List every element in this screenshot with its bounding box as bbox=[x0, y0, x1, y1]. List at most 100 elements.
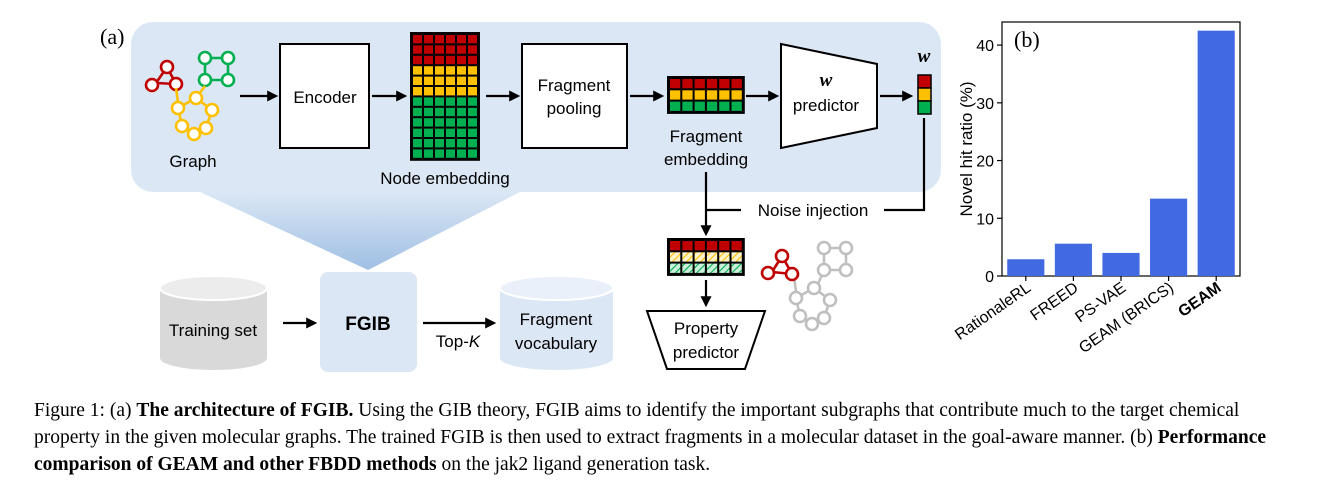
fragment-embedding-cell bbox=[706, 90, 718, 100]
w-predictor-symbol: w bbox=[820, 70, 833, 91]
node-embedding-cell bbox=[468, 66, 477, 75]
figure-caption: Figure 1: (a) The architecture of FGIB. … bbox=[34, 397, 1304, 478]
fragment-vocabulary-label-line2: vocabulary bbox=[515, 334, 598, 353]
caption-bold-2: Performance comparison of GEAM and other… bbox=[34, 427, 1267, 475]
node-embedding-cell bbox=[413, 45, 422, 54]
node-embedding-cell bbox=[424, 128, 433, 137]
fragment-embedding-cell bbox=[719, 90, 730, 100]
x-tick-label: FREED bbox=[1028, 279, 1082, 324]
node-embedding-cell bbox=[468, 128, 477, 137]
fragment-embedding-matrix bbox=[667, 76, 745, 114]
node-embedding-cell bbox=[413, 107, 422, 117]
node-embedding-matrix bbox=[410, 32, 480, 161]
node-embedding-cell bbox=[413, 76, 422, 85]
fragment-embedding-cell bbox=[731, 90, 742, 100]
caption-text-1: Using the GIB theory, FGIB aims to ident… bbox=[34, 400, 1240, 448]
node-embedding-cell bbox=[435, 149, 444, 158]
node-embedding-cell bbox=[446, 97, 455, 106]
fragment-embedding-cell bbox=[706, 79, 718, 89]
node-embedding-cell bbox=[468, 45, 477, 54]
topk-label: Top-K bbox=[436, 332, 481, 351]
node-embedding-cell bbox=[424, 97, 433, 106]
fragment-embedding-cell bbox=[719, 101, 730, 111]
noisy-embedding-cell bbox=[694, 263, 705, 273]
node-embedding-cell bbox=[446, 128, 455, 137]
node-embedding-cell bbox=[457, 128, 466, 137]
fragment-pooling-label-line2: pooling bbox=[547, 99, 602, 118]
fragment-embedding-cell bbox=[731, 79, 742, 89]
node-embedding-cell bbox=[424, 139, 433, 148]
w-output-symbol: w bbox=[918, 46, 931, 67]
fragment-pooling-label-line1: Fragment bbox=[538, 76, 611, 95]
input-graph-icon bbox=[144, 50, 236, 142]
node-embedding-cell bbox=[435, 55, 444, 65]
node-embedding-cell bbox=[424, 87, 433, 96]
y-tick-label: 40 bbox=[976, 38, 994, 55]
node-embedding-cell bbox=[413, 87, 422, 96]
y-tick-label: 0 bbox=[985, 269, 994, 286]
fgib-box bbox=[320, 272, 417, 372]
fragment-embedding-cell bbox=[694, 101, 705, 111]
node-embedding-cell bbox=[446, 118, 455, 127]
noise-injection-label: Noise injection bbox=[758, 201, 869, 220]
graph-label: Graph bbox=[169, 152, 216, 171]
node-embedding-cell bbox=[435, 35, 444, 44]
node-embedding-cell bbox=[457, 149, 466, 158]
noisy-embedding-cell bbox=[719, 252, 730, 262]
node-embedding-cell bbox=[446, 55, 455, 65]
node-embedding-cell bbox=[435, 66, 444, 75]
node-embedding-cell bbox=[446, 139, 455, 148]
node-embedding-cell bbox=[468, 107, 477, 117]
node-embedding-cell bbox=[468, 118, 477, 127]
node-embedding-label: Node embedding bbox=[380, 169, 509, 188]
caption-text-2: on the jak2 ligand generation task. bbox=[436, 454, 711, 475]
fragment-vocabulary-cylinder bbox=[499, 275, 614, 370]
node-embedding-cell bbox=[435, 128, 444, 137]
node-embedding-cell bbox=[424, 35, 433, 44]
panel-b-label: (b) bbox=[1014, 27, 1040, 52]
yellow-fragment bbox=[170, 85, 220, 142]
y-tick-label: 10 bbox=[976, 211, 994, 228]
node-embedding-cell bbox=[446, 45, 455, 54]
node-embedding-cell bbox=[457, 139, 466, 148]
node-embedding-cell bbox=[446, 66, 455, 75]
gray-graph bbox=[788, 240, 854, 332]
training-set-label: Training set bbox=[169, 321, 257, 340]
y-tick-label: 20 bbox=[976, 154, 994, 171]
bar-ps-vae bbox=[1102, 252, 1140, 276]
noisy-embedding-cell bbox=[682, 263, 693, 273]
node-embedding-cell bbox=[468, 55, 477, 65]
node-embedding-cell bbox=[446, 87, 455, 96]
node-embedding-cell bbox=[457, 107, 466, 117]
selected-red-fragment bbox=[760, 248, 800, 282]
noisy-embedding-cell bbox=[682, 241, 693, 251]
w-predictor-label: predictor bbox=[793, 96, 859, 115]
fragment-vocabulary-label-line1: Fragment bbox=[520, 310, 593, 329]
w-output-vector bbox=[917, 74, 932, 115]
bar-freed bbox=[1054, 243, 1092, 276]
node-embedding-cell bbox=[413, 118, 422, 127]
bar-rationalerl bbox=[1007, 259, 1045, 276]
node-embedding-cell bbox=[468, 97, 477, 106]
property-predictor-label-line1: Property bbox=[674, 319, 739, 338]
node-embedding-cell bbox=[413, 35, 422, 44]
node-embedding-cell bbox=[413, 128, 422, 137]
fragment-pooling-box bbox=[521, 43, 628, 149]
noisy-embedding-cell bbox=[670, 252, 681, 262]
node-embedding-cell bbox=[413, 149, 422, 158]
noisy-embedding-cell bbox=[706, 252, 718, 262]
caption-prefix: Figure 1: (a) bbox=[34, 400, 137, 421]
noise-injection-line bbox=[884, 118, 926, 212]
node-embedding-cell bbox=[413, 97, 422, 106]
node-embedding-cell bbox=[468, 149, 477, 158]
node-embedding-cell bbox=[413, 139, 422, 148]
property-predictor-label-line2: predictor bbox=[673, 343, 739, 362]
node-embedding-cell bbox=[435, 118, 444, 127]
panel-a-label: (a) bbox=[100, 24, 124, 49]
noisy-embedding-cell bbox=[731, 252, 742, 262]
noisy-embedding-cell bbox=[731, 263, 742, 273]
fragment-embedding-cell bbox=[670, 90, 681, 100]
fragment-embedding-label-line2: embedding bbox=[664, 150, 748, 169]
caption-bold-1: The architecture of FGIB. bbox=[136, 400, 354, 421]
